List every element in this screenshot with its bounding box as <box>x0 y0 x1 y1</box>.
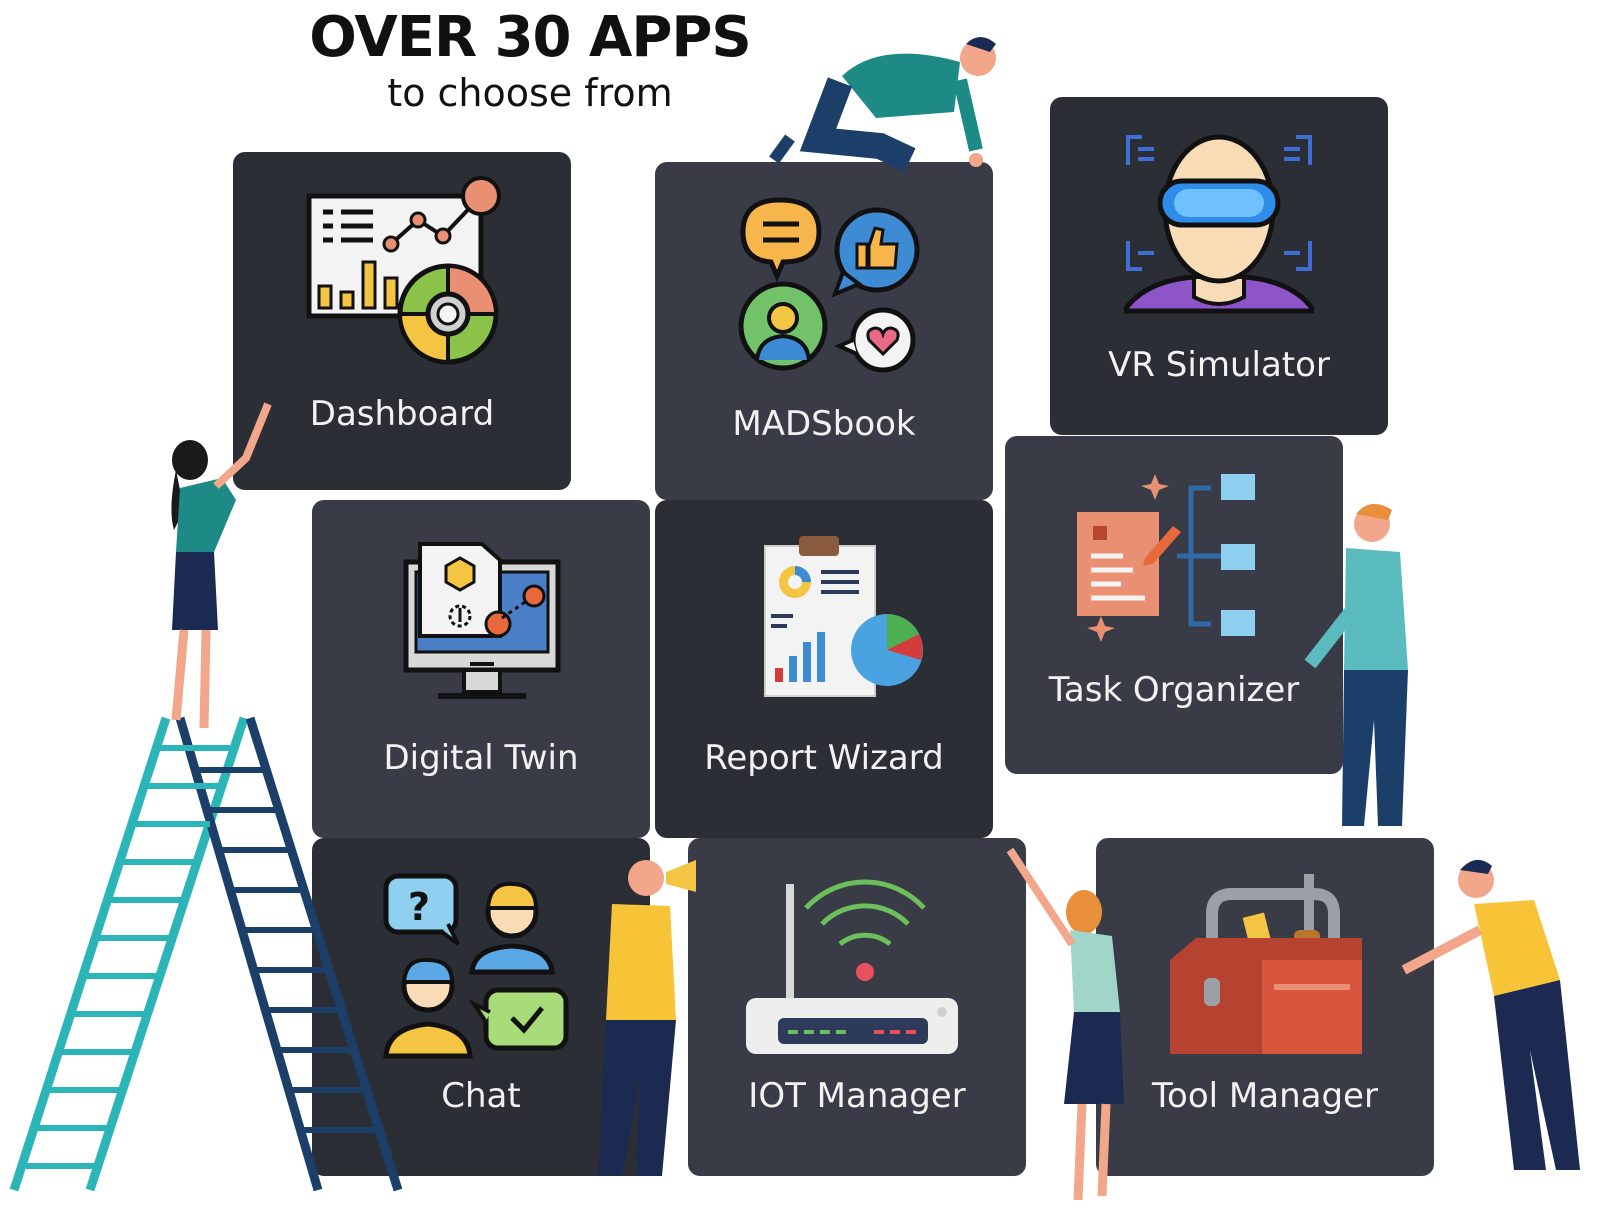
toolbox-icon <box>1170 874 1362 1054</box>
app-label: MADSbook <box>732 404 916 444</box>
router-icon <box>746 879 958 1054</box>
app-tile-digital-twin[interactable]: Digital Twin <box>312 500 650 838</box>
app-tile-task-organizer[interactable]: Task Organizer <box>1005 436 1343 774</box>
app-tile-report-wizard[interactable]: Report Wizard <box>655 500 993 838</box>
man-pushing-figure <box>1401 859 1580 1170</box>
app-tile-chat[interactable]: ? Chat <box>312 838 650 1176</box>
man-megaphone-figure <box>598 860 696 1176</box>
kneeling-man-figure <box>769 37 996 172</box>
app-tile-tool-manager[interactable]: Tool Manager <box>1096 838 1434 1176</box>
app-label: Chat <box>441 1076 521 1116</box>
woman-pushing-figure <box>1006 847 1124 1201</box>
vr-headset-icon <box>1124 134 1314 314</box>
app-label: Tool Manager <box>1152 1076 1378 1116</box>
headline-title: OVER 30 APPS <box>309 5 752 70</box>
app-label: Dashboard <box>309 394 495 434</box>
headline: OVER 30 APPS to choose from <box>250 6 810 116</box>
app-tile-dashboard[interactable]: Dashboard <box>233 152 571 490</box>
headline-subtitle: to choose from <box>387 71 673 115</box>
report-icon <box>764 536 923 697</box>
chat-icon: ? <box>383 873 569 1059</box>
app-tile-vr-simulator[interactable]: VR Simulator <box>1050 97 1388 435</box>
app-label: IOT Manager <box>748 1076 966 1116</box>
task-organizer-icon <box>1077 474 1255 642</box>
standing-man-right-figure <box>1304 503 1408 826</box>
svg-text:?: ? <box>408 885 430 929</box>
ladder-illustration <box>9 716 403 1192</box>
digital-twin-icon <box>403 542 561 699</box>
app-label: Report Wizard <box>704 738 944 778</box>
app-tile-madsbook[interactable]: MADSbook <box>655 162 993 500</box>
social-icon <box>738 197 920 373</box>
app-tile-iot-manager[interactable]: IOT Manager <box>688 838 1026 1176</box>
app-label: VR Simulator <box>1108 345 1330 385</box>
app-label: Digital Twin <box>383 738 579 778</box>
app-label: Task Organizer <box>1048 670 1300 710</box>
dashboard-icon <box>306 176 501 365</box>
woman-on-ladder-figure <box>171 402 272 729</box>
